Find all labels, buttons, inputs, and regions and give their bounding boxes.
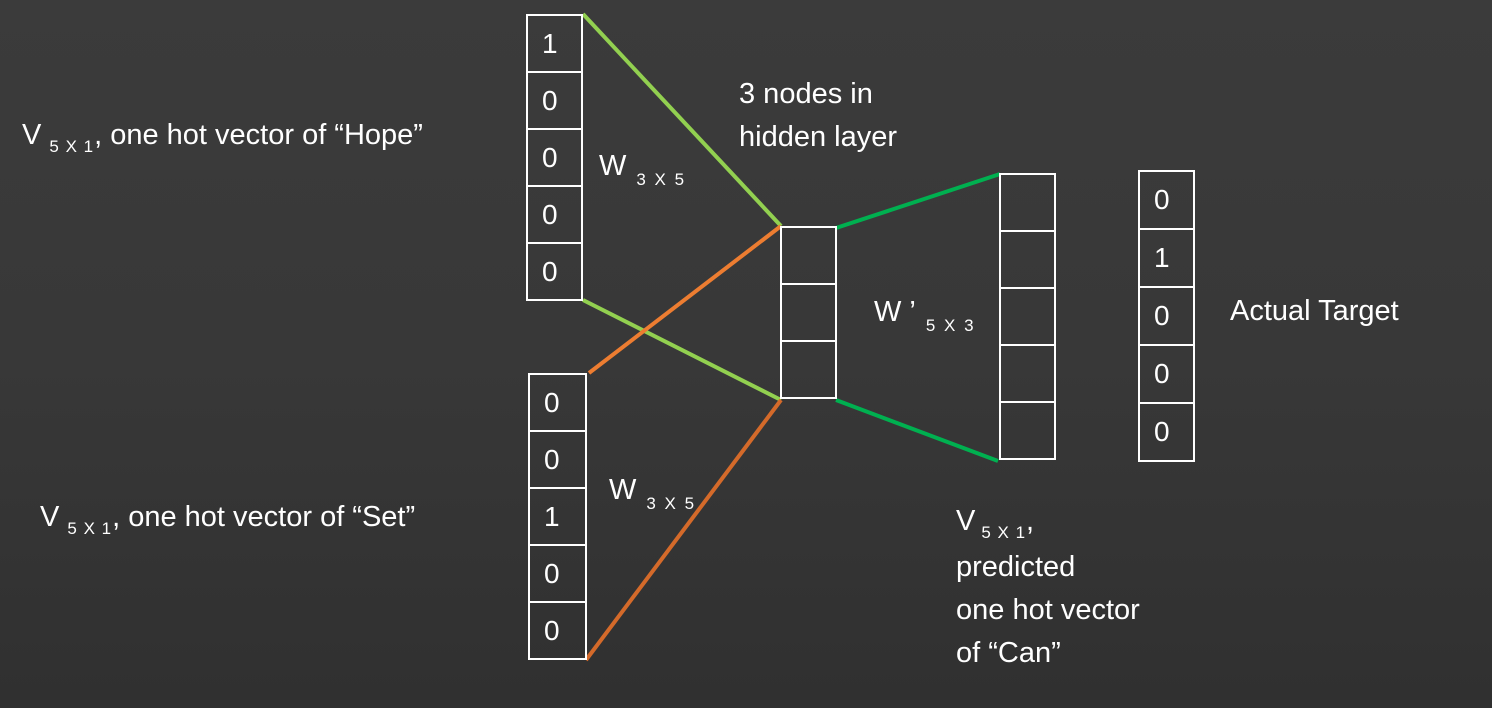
vector-cell: 1 — [528, 487, 587, 546]
hidden-to-output-bottom-line — [835, 398, 999, 463]
hidden-node — [780, 340, 837, 399]
input-hope-symbol: V — [22, 119, 42, 151]
input-hope-description: , one hot vector of “Hope” — [94, 119, 423, 151]
vector-cell: 0 — [528, 373, 587, 432]
weight-output-symbol: W ’ — [874, 296, 916, 328]
target-cell: 0 — [1138, 402, 1195, 462]
output-cell — [999, 173, 1056, 232]
vector-cell: 0 — [528, 601, 587, 660]
set-to-hidden-top-line — [587, 224, 783, 375]
input-hope-label: V 5 X 1, one hot vector of “Hope” — [22, 119, 423, 156]
output-suffix: , — [1026, 505, 1035, 537]
target-cell: 0 — [1138, 170, 1195, 230]
input-hope-subscript: 5 X 1 — [49, 137, 95, 156]
input-set-symbol: V — [40, 501, 60, 533]
vector-cell: 0 — [526, 71, 583, 130]
output-label-line3: one hot vector — [956, 594, 1140, 626]
target-cell: 0 — [1138, 286, 1195, 346]
weight-bottom-subscript: 3 X 5 — [646, 494, 697, 513]
hidden-node — [780, 226, 837, 285]
output-cell — [999, 401, 1056, 460]
target-cell: 1 — [1138, 228, 1195, 288]
hidden-layer-vector — [780, 226, 837, 399]
output-label-line1: V 5 X 1, — [956, 500, 1140, 546]
vector-cell: 0 — [528, 430, 587, 489]
vector-cell: 0 — [526, 242, 583, 301]
input-set-description: , one hot vector of “Set” — [112, 501, 416, 533]
output-vector — [999, 173, 1056, 460]
vector-cell: 0 — [526, 185, 583, 244]
output-symbol: V — [956, 505, 976, 537]
weight-top-symbol: W — [599, 150, 627, 182]
input-set-subscript: 5 X 1 — [67, 519, 113, 538]
vector-cell: 0 — [528, 544, 587, 603]
hidden-node — [780, 283, 837, 342]
hidden-layer-label: 3 nodes in hidden layer — [739, 73, 897, 159]
output-label: V 5 X 1, predicted one hot vector of “Can… — [956, 500, 1140, 675]
output-cell — [999, 230, 1056, 289]
vector-cell: 1 — [526, 14, 583, 73]
output-subscript: 5 X 1 — [981, 523, 1027, 542]
target-cell: 0 — [1138, 344, 1195, 404]
hidden-label-line1: 3 nodes in — [739, 78, 873, 110]
target-vector: 0 1 0 0 0 — [1138, 170, 1195, 462]
hope-to-hidden-top-line — [581, 12, 783, 228]
weight-output-label: W ’ 5 X 3 — [874, 296, 976, 335]
weight-bottom-symbol: W — [609, 474, 637, 506]
input-vector-set: 0 0 1 0 0 — [528, 373, 587, 660]
weight-top-subscript: 3 X 5 — [636, 170, 687, 189]
output-cell — [999, 344, 1056, 403]
hidden-label-line2: hidden layer — [739, 121, 897, 153]
weight-top-label: W 3 X 5 — [599, 150, 686, 189]
hope-to-hidden-bottom-line — [582, 298, 782, 402]
output-label-line4: of “Can” — [956, 637, 1061, 669]
actual-target-label: Actual Target — [1230, 295, 1399, 327]
input-set-label: V 5 X 1, one hot vector of “Set” — [40, 501, 416, 538]
hidden-to-output-top-line — [835, 172, 1001, 230]
weight-bottom-label: W 3 X 5 — [609, 474, 696, 513]
output-cell — [999, 287, 1056, 346]
set-to-hidden-bottom-line — [584, 398, 783, 662]
input-vector-hope: 1 0 0 0 0 — [526, 14, 583, 301]
output-label-line2: predicted — [956, 551, 1076, 583]
weight-output-subscript: 5 X 3 — [925, 316, 976, 335]
vector-cell: 0 — [526, 128, 583, 187]
